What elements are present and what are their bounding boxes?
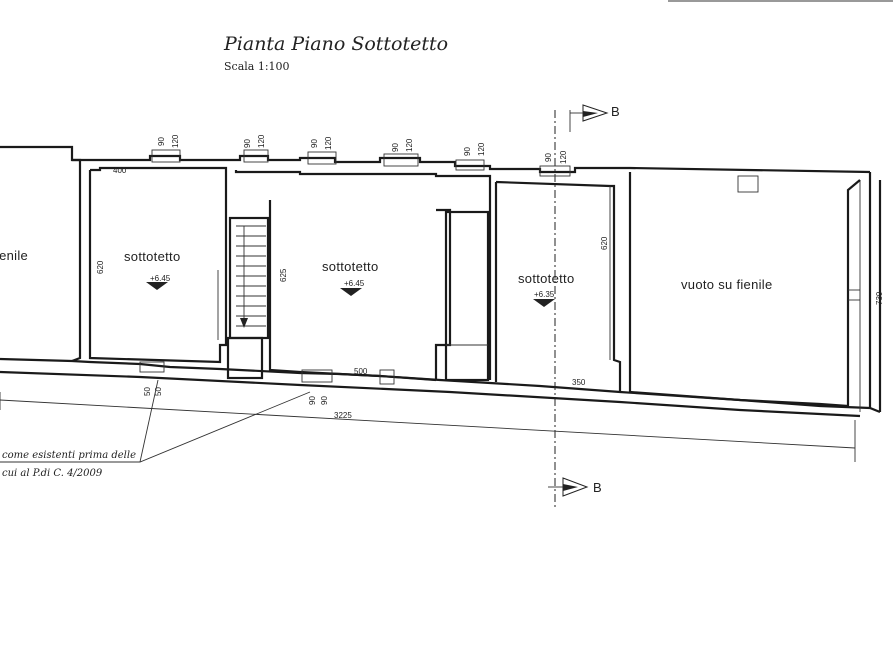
section-line-b: B B	[548, 104, 620, 510]
dimension-90: 90	[463, 147, 472, 156]
window-openings	[139, 149, 571, 385]
level-triangle-icon	[340, 288, 362, 296]
dimension-500: 500	[354, 367, 368, 376]
section-marker-bottom: B	[593, 480, 602, 495]
dimension-90: 90	[320, 396, 329, 405]
drawing-scale: Scala 1:100	[224, 60, 290, 73]
drawing-title: Pianta Piano Sottotetto	[223, 33, 448, 55]
dimension-120: 120	[171, 134, 180, 148]
dimension-90: 90	[308, 396, 317, 405]
annotation-note: come esistenti prima delle cui al P.di C…	[0, 379, 311, 479]
level-mark: +6.45	[344, 279, 365, 288]
room-label: sottotetto	[518, 271, 574, 286]
stair-arrow-icon	[240, 318, 248, 328]
dimension-90: 90	[544, 153, 553, 162]
dimension-labels: 400 620 625 620 730 500 350 90 120 90 12…	[96, 134, 884, 405]
level-mark: +6.45	[150, 274, 171, 283]
corridor	[444, 210, 490, 382]
dimension-120: 120	[324, 136, 333, 150]
level-triangle-icon	[533, 299, 555, 307]
dimension-625: 625	[279, 268, 288, 282]
dimension-350: 350	[572, 378, 586, 387]
room-label: sottotetto	[124, 249, 180, 264]
room-sottotetto-1: sottotetto +6.45	[88, 166, 228, 364]
dimension-620-left: 620	[96, 260, 105, 274]
overall-dimension: 3225	[0, 392, 856, 462]
stair	[226, 216, 270, 380]
dimension-90: 90	[243, 139, 252, 148]
room-fienile: fienile	[0, 158, 82, 363]
dimension-620-right: 620	[600, 236, 609, 250]
dimension-90: 90	[157, 137, 166, 146]
dimension-50: 50	[154, 387, 163, 396]
room-label: sottotetto	[322, 259, 378, 274]
dimension-120: 120	[559, 150, 568, 164]
dimension-120: 120	[405, 138, 414, 152]
room-label: vuoto su fienile	[681, 277, 773, 292]
dimension-120: 120	[257, 134, 266, 148]
level-triangle-icon	[146, 282, 168, 290]
dimension-730: 730	[875, 291, 884, 305]
room-sottotetto-2: sottotetto +6.45	[234, 170, 492, 382]
dimension-90: 90	[310, 139, 319, 148]
dimension-400: 400	[113, 166, 127, 175]
room-sottotetto-3: sottotetto +6.35	[494, 180, 622, 392]
dimension-3225: 3225	[334, 411, 352, 420]
note-line-1: come esistenti prima delle	[2, 450, 136, 461]
section-marker-top: B	[611, 104, 620, 119]
room-label: fienile	[0, 248, 28, 263]
note-line-2: cui al P.di C. 4/2009	[2, 468, 103, 479]
room-vuoto-su-fienile: vuoto su fienile	[628, 172, 861, 408]
dimension-50: 50	[143, 387, 152, 396]
dimension-120: 120	[477, 142, 486, 156]
dimension-90: 90	[391, 143, 400, 152]
level-mark: +6.35	[534, 290, 555, 299]
